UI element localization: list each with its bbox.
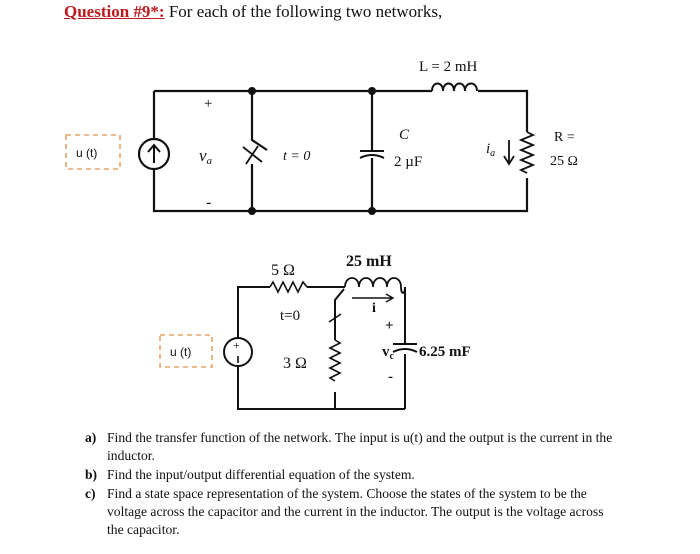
circuit1-ia-arrow-icon	[503, 140, 515, 166]
circuit2-vc-minus: -	[388, 369, 393, 385]
circuit1-top-wire-right	[478, 89, 529, 132]
circuit2-vc-label: vc	[382, 344, 395, 362]
circuit1-inductor-label: L = 2 mH	[419, 59, 477, 75]
question-item-text: Find the transfer function of the networ…	[107, 430, 613, 463]
circuit2-inductor-label: 25 mH	[346, 253, 392, 270]
circuit1-va-label: va	[199, 146, 213, 167]
question-list: a) Find the transfer function of the net…	[85, 429, 615, 539]
circuit-2	[237, 286, 406, 410]
circuit2-i-arrow-icon	[352, 293, 395, 303]
circuit2-capacitor-label: 6.25 mF	[419, 344, 471, 360]
circuit2-source-label: u (t)	[170, 345, 191, 359]
question-intro: For each of the following two networks,	[164, 2, 443, 21]
circuit1-capacitor-label: C	[399, 127, 410, 143]
circuit2-left-top-wire	[237, 286, 270, 338]
circuit2-r2-label: 3 Ω	[283, 355, 307, 372]
circuit2-source-box	[159, 334, 213, 368]
circuit1-node	[248, 207, 256, 215]
circuit2-switch-wire	[334, 288, 345, 333]
question-number: Question #9*:	[64, 2, 165, 21]
circuit1-va-minus: -	[206, 194, 211, 211]
circuit1-source-box	[65, 134, 121, 170]
circuit1-resistor-icon	[518, 131, 536, 174]
circuit1-node	[368, 207, 376, 215]
circuit2-capacitor-icon	[392, 343, 418, 353]
circuit1-inductor-icon	[431, 82, 478, 92]
circuit1-resistor-value: 25 Ω	[550, 154, 578, 169]
circuit2-r2-icon	[328, 339, 342, 382]
circuit2-r1-label: 5 Ω	[271, 262, 295, 279]
circuit2-vc-plus: +	[385, 318, 394, 334]
question-item-a: a) Find the transfer function of the net…	[85, 429, 615, 465]
circuit2-source-plus: +	[233, 338, 240, 352]
question-item-b: b) Find the input/output differential eq…	[85, 466, 615, 484]
question-item-label: a)	[85, 430, 97, 445]
question-item-label: c)	[85, 486, 96, 501]
circuit2-switch-label: t=0	[280, 308, 300, 324]
question-heading: Question #9*: For each of the following …	[64, 2, 442, 22]
circuit1-source-arrow-icon	[147, 143, 161, 163]
circuit1-switch-icon	[242, 145, 263, 165]
circuit2-inductor-icon	[344, 277, 406, 294]
circuit2-i-label: i	[372, 301, 376, 316]
circuit1-ia-label: ia	[486, 141, 495, 159]
circuit2-left-bottom-wire	[237, 366, 405, 410]
circuit2-r1-icon	[269, 280, 308, 294]
question-item-text: Find a state space representation of the…	[107, 486, 604, 537]
circuit1-source-label: u (t)	[76, 146, 97, 160]
circuit2-voltage-source	[223, 337, 253, 367]
circuit1-node	[248, 87, 256, 95]
circuit2-switch-icon	[328, 313, 342, 323]
circuit1-resistor-label: R =	[554, 130, 575, 145]
circuit1-capacitor-icon	[359, 150, 385, 159]
question-item-label: b)	[85, 467, 98, 482]
circuit1-va-plus: +	[204, 96, 212, 112]
circuit1-capacitor-value: 2 µF	[394, 154, 422, 170]
circuit1-node	[368, 87, 376, 95]
question-item-c: c) Find a state space representation of …	[85, 485, 615, 539]
circuit1-switch-branch-top	[250, 91, 268, 151]
question-item-text: Find the input/output differential equat…	[107, 467, 415, 482]
circuit1-switch-label: t = 0	[283, 149, 310, 164]
